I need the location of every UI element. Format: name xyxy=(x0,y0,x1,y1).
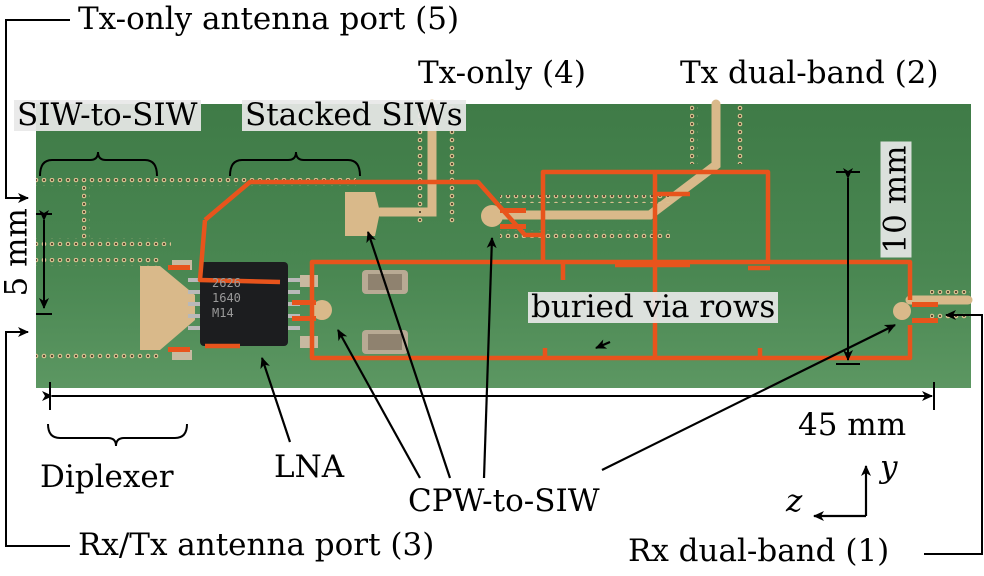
label-siw-to-siw: SIW-to-SIW xyxy=(14,100,201,131)
label-diplexer: Diplexer xyxy=(40,459,174,495)
label-10mm: 10 mm xyxy=(878,141,914,258)
cpw-pad-center xyxy=(481,205,503,227)
label-tx-dual: Tx dual-band (2) xyxy=(680,55,939,91)
label-rx-tx-port: Rx/Tx antenna port (3) xyxy=(78,527,435,563)
label-axis-z: z xyxy=(786,483,803,519)
label-rx-dual: Rx dual-band (1) xyxy=(628,533,890,569)
label-lna: LNA xyxy=(274,449,345,485)
smd-capacitors xyxy=(172,260,408,360)
copper-traces xyxy=(375,99,973,305)
cpw-pad-right xyxy=(893,302,911,320)
label-45mm: 45 mm xyxy=(798,407,907,443)
braces xyxy=(39,151,361,447)
orange-pads xyxy=(168,208,938,352)
pcb-board xyxy=(36,104,971,388)
chip-marking-line-3: M14 xyxy=(212,306,234,320)
chip-marking: 2626 1640 M14 xyxy=(212,276,241,321)
dimension-lines xyxy=(36,168,935,410)
label-tx-only-port: Tx-only antenna port (5) xyxy=(78,1,460,37)
port-leaders xyxy=(5,19,983,555)
highlight-lines xyxy=(197,169,913,361)
label-axis-y: y xyxy=(880,449,898,485)
chip-marking-line-2: 1640 xyxy=(212,291,241,305)
chip-marking-line-1: 2626 xyxy=(212,276,241,290)
stacked-transition xyxy=(345,192,380,236)
lna-chip xyxy=(188,262,300,346)
cpw-pad-left xyxy=(312,300,332,320)
siw-transition xyxy=(140,266,195,350)
coordinate-axes xyxy=(813,465,871,521)
label-buried-via-rows: buried via rows xyxy=(528,292,779,323)
label-5mm: 5 mm xyxy=(0,208,35,297)
label-cpw-to-siw: CPW-to-SIW xyxy=(408,483,600,519)
pointer-arrows xyxy=(260,231,896,479)
label-stacked-siws: Stacked SIWs xyxy=(242,100,466,131)
label-tx-only: Tx-only (4) xyxy=(418,55,586,91)
